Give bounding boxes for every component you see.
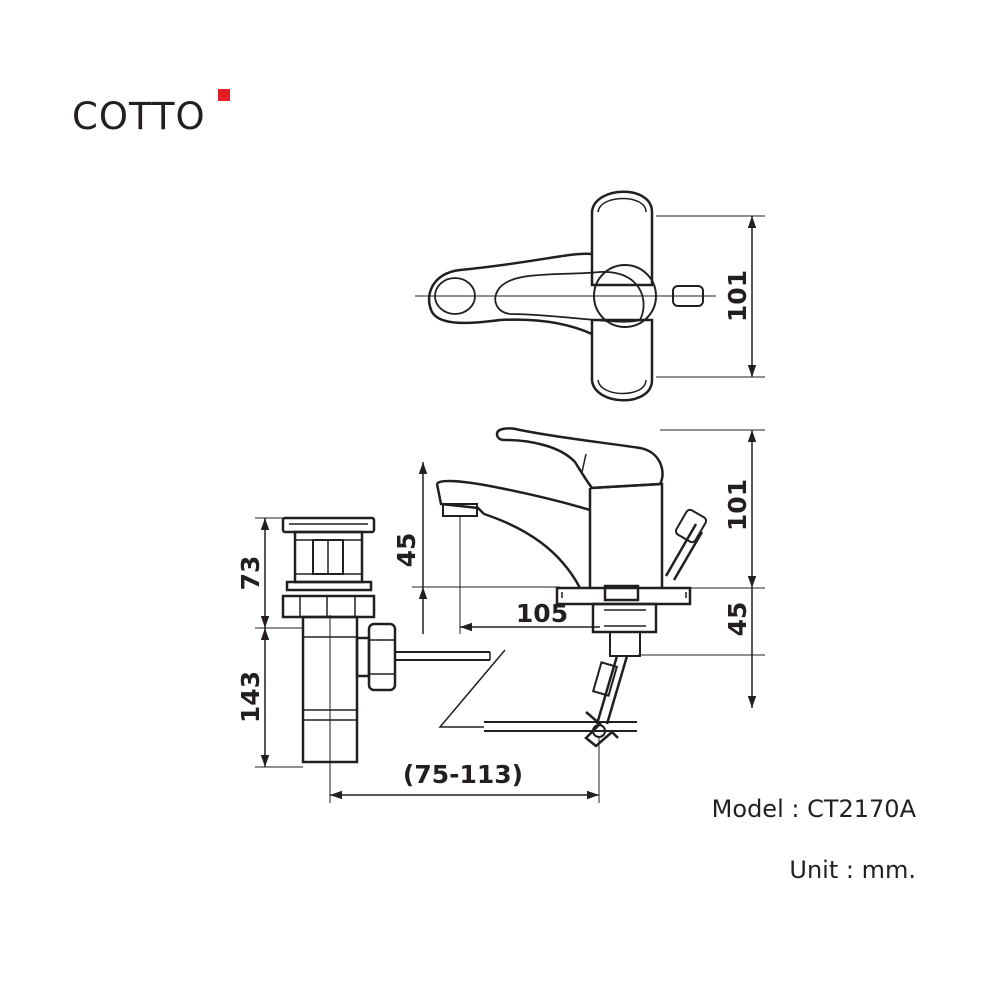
dim-spout-height: 45 bbox=[392, 533, 421, 568]
brand-name: COTTO bbox=[72, 95, 206, 138]
unit-label: Unit : mm. bbox=[789, 856, 916, 884]
pop-up-waste-drawing bbox=[255, 516, 600, 803]
dim-waste-top: 73 bbox=[236, 556, 265, 591]
dim-waste-range: (75-113) bbox=[403, 760, 523, 789]
dim-top-view-width: 101 bbox=[723, 270, 752, 322]
faucet-top-view bbox=[415, 190, 765, 402]
dim-spout-reach: 105 bbox=[516, 599, 568, 628]
dim-waste-bottom: 143 bbox=[236, 671, 265, 723]
model-label: Model : CT2170A bbox=[711, 795, 916, 823]
dim-base-height: 45 bbox=[723, 602, 752, 637]
brand-mark-icon bbox=[218, 89, 230, 101]
faucet-side-view bbox=[412, 427, 765, 764]
dim-side-height: 101 bbox=[723, 479, 752, 531]
brand-logo: COTTO bbox=[72, 89, 230, 140]
